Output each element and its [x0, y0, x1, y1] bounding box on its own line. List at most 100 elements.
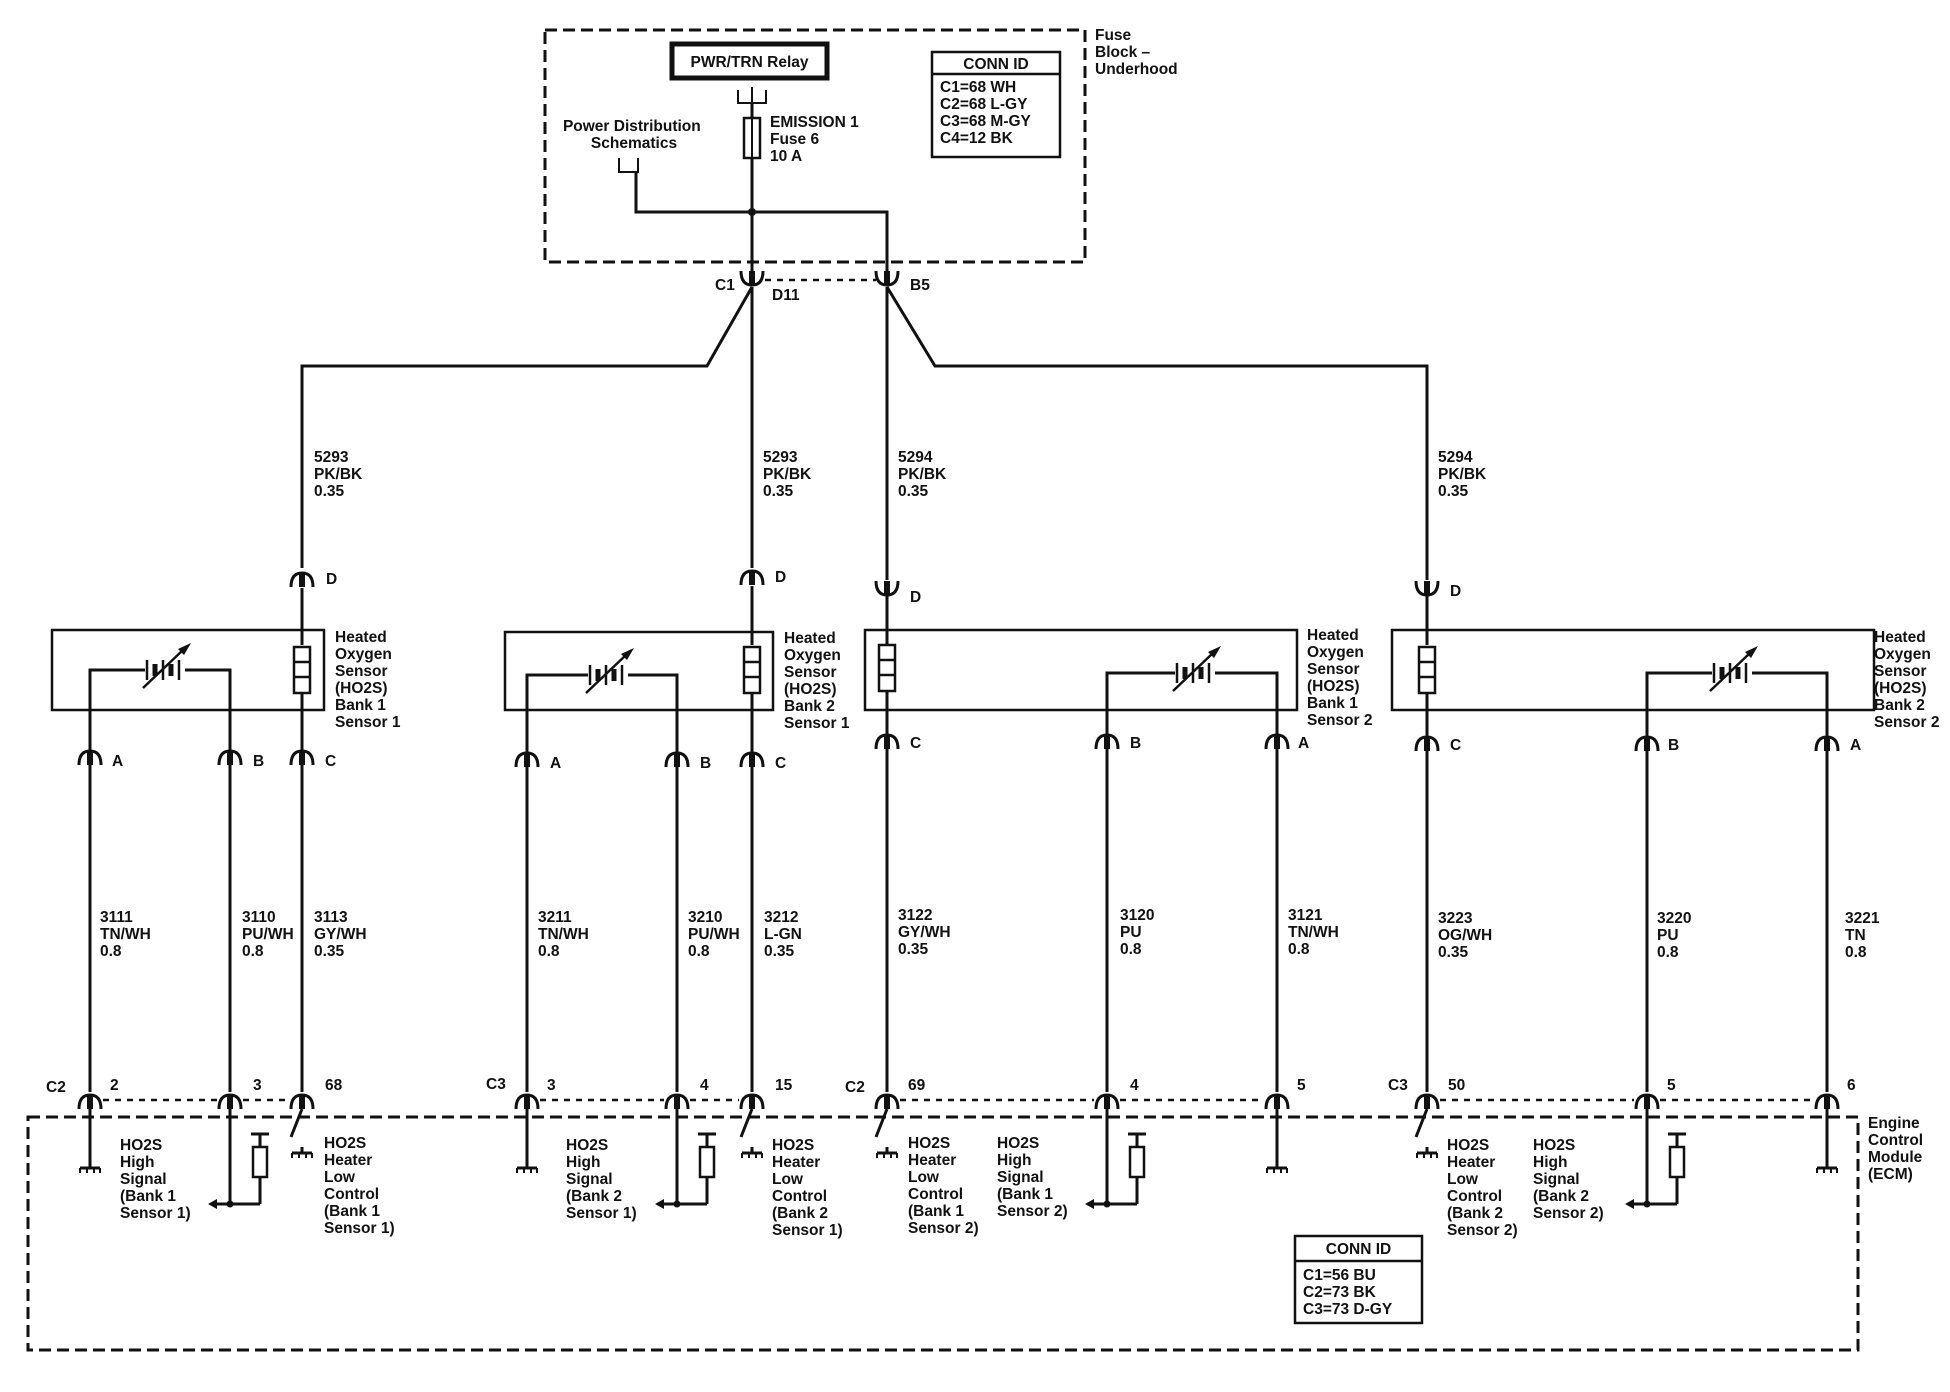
splice-label-b5: B5: [910, 277, 930, 294]
ecm-pin-label-3b: 3: [547, 1077, 556, 1094]
ecm-signal-pullup-1: [206, 1107, 271, 1211]
ecm-ground-4: [1815, 1158, 1839, 1175]
sensor-4-pin-b-connector: [1636, 737, 1658, 751]
sensor-4-variable-voltage-source: [1710, 646, 1758, 691]
sensor-2-variable-voltage-source: [586, 648, 634, 693]
ecm-pin-label-69: 69: [908, 1077, 926, 1094]
ecm-pin-c2-69: [876, 1095, 898, 1109]
fuse-block-conn-id-rows: C1=68 WH C2=68 L-GY C3=68 M-GY C4=12 BK: [940, 79, 1035, 147]
pwr-trn-relay-label: PWR/TRN Relay: [691, 54, 809, 71]
ecm-conn-label-c2-left: C2: [46, 1079, 66, 1096]
ecm-ground-1: [78, 1158, 102, 1175]
sensor-2-heater-element: [742, 645, 762, 695]
ecm-pin-c2-5: [1266, 1095, 1288, 1109]
feed-wire-bank2-sensor2: [885, 286, 1429, 580]
ecm-pin-c2-3: [219, 1095, 241, 1109]
fuse-block-connector-d11: [741, 271, 763, 285]
ecm-pin-c3-4: [666, 1095, 688, 1109]
ecm-pin-label-5b: 5: [1667, 1077, 1676, 1094]
ecm-pin-label-3: 3: [253, 1077, 262, 1094]
ecm-signal-pullup-3: [1083, 1107, 1148, 1211]
sensor-4-pin-d-connector: [1416, 581, 1438, 595]
sensor-2-pin-b-label: B: [700, 755, 711, 772]
sensor-4-pin-c-label: C: [1450, 737, 1461, 754]
sensor-4-heater-element: [1417, 645, 1437, 695]
sensor-3-pin-b-connector: [1096, 735, 1118, 749]
fuse-block-conn-id-title: CONN ID: [963, 56, 1028, 73]
sensor-1-pin-a-label: A: [112, 753, 123, 770]
fuse-block-connector-b5: [876, 271, 898, 285]
ecm-conn-id-table: [1293, 1234, 1424, 1325]
sensor-1-pin-d-connector: [291, 573, 313, 587]
sensor-3-variable-voltage-source: [1173, 646, 1221, 691]
splice-label-d11: D11: [772, 287, 800, 304]
sensor-3-body: [863, 628, 1299, 712]
sensor-2-pin-a-connector: [516, 753, 538, 767]
ecm-pin-label-4b: 4: [1130, 1077, 1139, 1094]
ecm-pin-c3-5: [1636, 1095, 1658, 1109]
sensor-2-pin-c-connector: [741, 753, 763, 767]
ecm-pin-label-2: 2: [110, 1077, 119, 1094]
fuse-block-conn-id-table: [930, 50, 1062, 159]
ecm-ground-2: [515, 1158, 539, 1175]
sensor-3-pin-c-connector: [876, 735, 898, 749]
sensor-4-pin-a-label: A: [1850, 737, 1861, 754]
sensor-3-pin-b-label: B: [1130, 735, 1141, 752]
sensor-1-pin-a-connector: [79, 751, 101, 765]
ecm-boundary: [26, 1115, 1860, 1352]
sensor-4-pin-c-connector: [1416, 737, 1438, 751]
sensor-3-heater-element: [877, 643, 897, 693]
sensor-1-pin-c-label: C: [325, 753, 336, 770]
sensor-2-pin-d-label: D: [775, 569, 786, 586]
ecm-pin-label-5: 5: [1297, 1077, 1306, 1094]
sensor-3-pin-a-label: A: [1298, 735, 1309, 752]
ecm-pin-label-4: 4: [700, 1077, 709, 1094]
sensor-1-pin-c-connector: [291, 751, 313, 765]
sensor-4-body: [1390, 628, 1876, 712]
ecm-pin-label-68: 68: [325, 1077, 343, 1094]
sensor-1-pin-b-connector: [219, 751, 241, 765]
sensor-3-pin-a-connector: [1266, 735, 1288, 749]
sensor-2-body: [503, 630, 775, 712]
ecm-pin-c3-50: [1416, 1095, 1438, 1109]
power-distribution-wire: [634, 172, 889, 272]
ecm-pin-label-6: 6: [1847, 1077, 1856, 1094]
sensor-2-pin-b-connector: [666, 753, 688, 767]
ecm-pin-c3-3: [516, 1095, 538, 1109]
sensor-2-pin-c-label: C: [775, 755, 786, 772]
ecm-ground-3: [1265, 1158, 1289, 1175]
power-distribution-bracket: [618, 158, 639, 173]
ecm-conn-id-title: CONN ID: [1326, 1241, 1391, 1258]
splice-label-c1: C1: [715, 277, 735, 294]
ecm-conn-label-c3-left: C3: [486, 1076, 506, 1093]
ecm-conn-label-c3-right: C3: [1388, 1077, 1408, 1094]
power-distribution-label: Power Distribution Schematics: [563, 118, 705, 152]
sensor-1-heater-element: [292, 645, 312, 695]
sensor-1-body: [50, 628, 326, 712]
ecm-conn-label-c2-right: C2: [845, 1079, 865, 1096]
